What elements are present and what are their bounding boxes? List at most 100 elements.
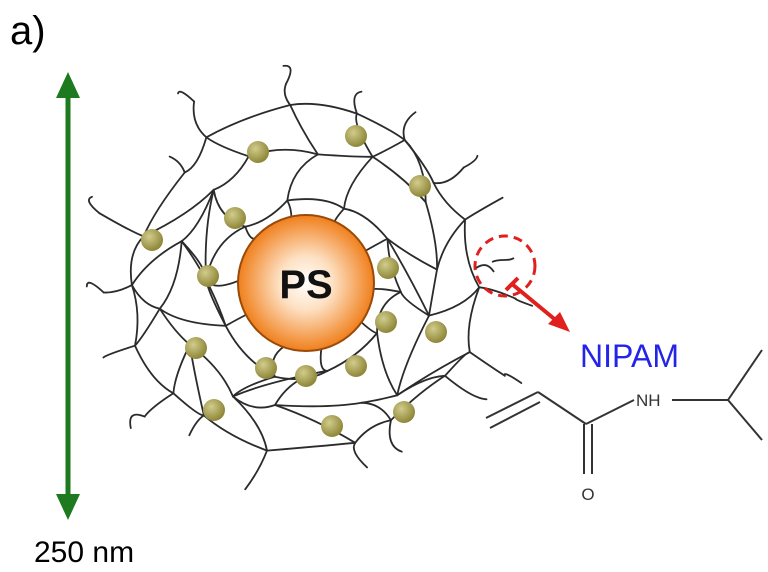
particle <box>375 311 397 333</box>
polymer-chain <box>317 153 374 158</box>
polymer-chain-end <box>88 195 101 215</box>
polymer-chain <box>424 201 438 271</box>
polymer-chain <box>244 199 289 228</box>
polymer-chain <box>286 198 345 210</box>
scale-arrow <box>56 72 80 520</box>
polymer-chain <box>266 441 357 452</box>
polymer-chain-end <box>177 90 195 103</box>
monomer-label: NIPAM <box>580 338 679 374</box>
polymer-chain <box>386 238 430 317</box>
polymer-chain <box>158 240 183 310</box>
polymer-chain <box>212 155 250 191</box>
polymer-chain <box>289 104 319 156</box>
polymer-chain <box>319 346 329 372</box>
polymer-chain <box>463 218 481 289</box>
polymer-chain-end <box>462 154 479 169</box>
particle <box>393 401 415 423</box>
polymer-chain-end <box>188 414 205 437</box>
panel-label: a) <box>10 9 46 53</box>
polymer-chain-end <box>129 413 146 429</box>
particle <box>141 229 163 251</box>
polymer-chain <box>428 268 438 317</box>
polymer-chain <box>467 286 481 353</box>
polymer-chain <box>224 313 249 327</box>
polymer-chain <box>396 314 430 397</box>
polymer-chain-end <box>102 284 133 294</box>
polymer-chain-end <box>352 441 368 469</box>
amide-label: NH <box>636 391 661 410</box>
particle <box>345 355 367 377</box>
polymer-chain <box>205 104 292 139</box>
polymer-chain <box>436 218 466 271</box>
polymer-chain-end <box>168 155 186 174</box>
polymer-chain <box>371 139 406 158</box>
polymer-chain-end <box>478 286 517 300</box>
particle <box>425 321 447 343</box>
polymer-chain <box>286 153 319 202</box>
polymer-chain <box>343 155 374 210</box>
polymer-chain <box>274 404 357 444</box>
particle <box>197 265 219 287</box>
particle <box>377 257 399 279</box>
polymer-chain-end <box>102 344 136 359</box>
polymer-chain <box>396 374 446 397</box>
polymer-chain-end <box>388 419 403 453</box>
polymer-chain-end <box>85 281 105 294</box>
polymer-chain-end <box>444 374 488 401</box>
monomer-callout <box>473 234 570 332</box>
polymer-chain-end <box>353 90 363 115</box>
particle <box>409 175 431 197</box>
core-label: PS <box>279 263 332 307</box>
polymer-chain <box>289 102 358 115</box>
particle <box>321 415 343 437</box>
polymer-chain-end <box>282 64 292 85</box>
polymer-chain <box>326 332 378 372</box>
particle <box>203 399 225 421</box>
ps-core <box>237 214 375 352</box>
polymer-chain <box>376 332 399 397</box>
polymer-chain <box>180 188 215 243</box>
polymer-chain <box>134 344 175 395</box>
polymer-chain-end <box>432 166 465 185</box>
polymer-network <box>85 64 534 491</box>
polymer-chain <box>131 284 139 347</box>
polymer-chain <box>274 401 363 408</box>
particle <box>247 141 269 163</box>
polymer-chain-end <box>514 297 534 307</box>
polymer-chain-end <box>192 100 208 139</box>
polymer-chain <box>131 240 183 286</box>
polymer-chain <box>205 136 250 158</box>
scale-label: 250 nm <box>34 536 134 569</box>
oxygen-label: O <box>581 485 594 504</box>
nipam-structure <box>485 349 763 474</box>
polymer-chain <box>356 112 406 141</box>
polymer-chain-end <box>402 111 417 141</box>
polymer-chain <box>432 182 466 221</box>
polymer-chain <box>134 307 161 347</box>
particle <box>345 125 367 147</box>
polymer-chain <box>399 291 430 317</box>
particle <box>255 357 277 379</box>
polymer-chain-end <box>98 212 145 238</box>
polymer-chain <box>370 287 402 293</box>
particle <box>185 337 207 359</box>
polymer-chain-end <box>503 373 523 384</box>
particle <box>224 207 246 229</box>
polymer-chain <box>386 238 438 271</box>
polymer-chain <box>403 139 435 184</box>
polymer-chain <box>428 286 481 317</box>
polymer-chain-end <box>468 351 506 377</box>
polymer-chain <box>158 307 227 327</box>
polymer-chain <box>232 395 268 452</box>
particle <box>295 365 317 387</box>
embedded-particles <box>141 125 447 437</box>
polymer-chain <box>371 155 427 203</box>
polymer-chain <box>183 136 208 174</box>
polymer-chain <box>363 238 389 253</box>
polymer-chain-end <box>464 196 504 221</box>
polymer-chain <box>158 307 191 346</box>
polymer-chain-end <box>143 392 175 418</box>
polymer-chain <box>354 419 392 444</box>
